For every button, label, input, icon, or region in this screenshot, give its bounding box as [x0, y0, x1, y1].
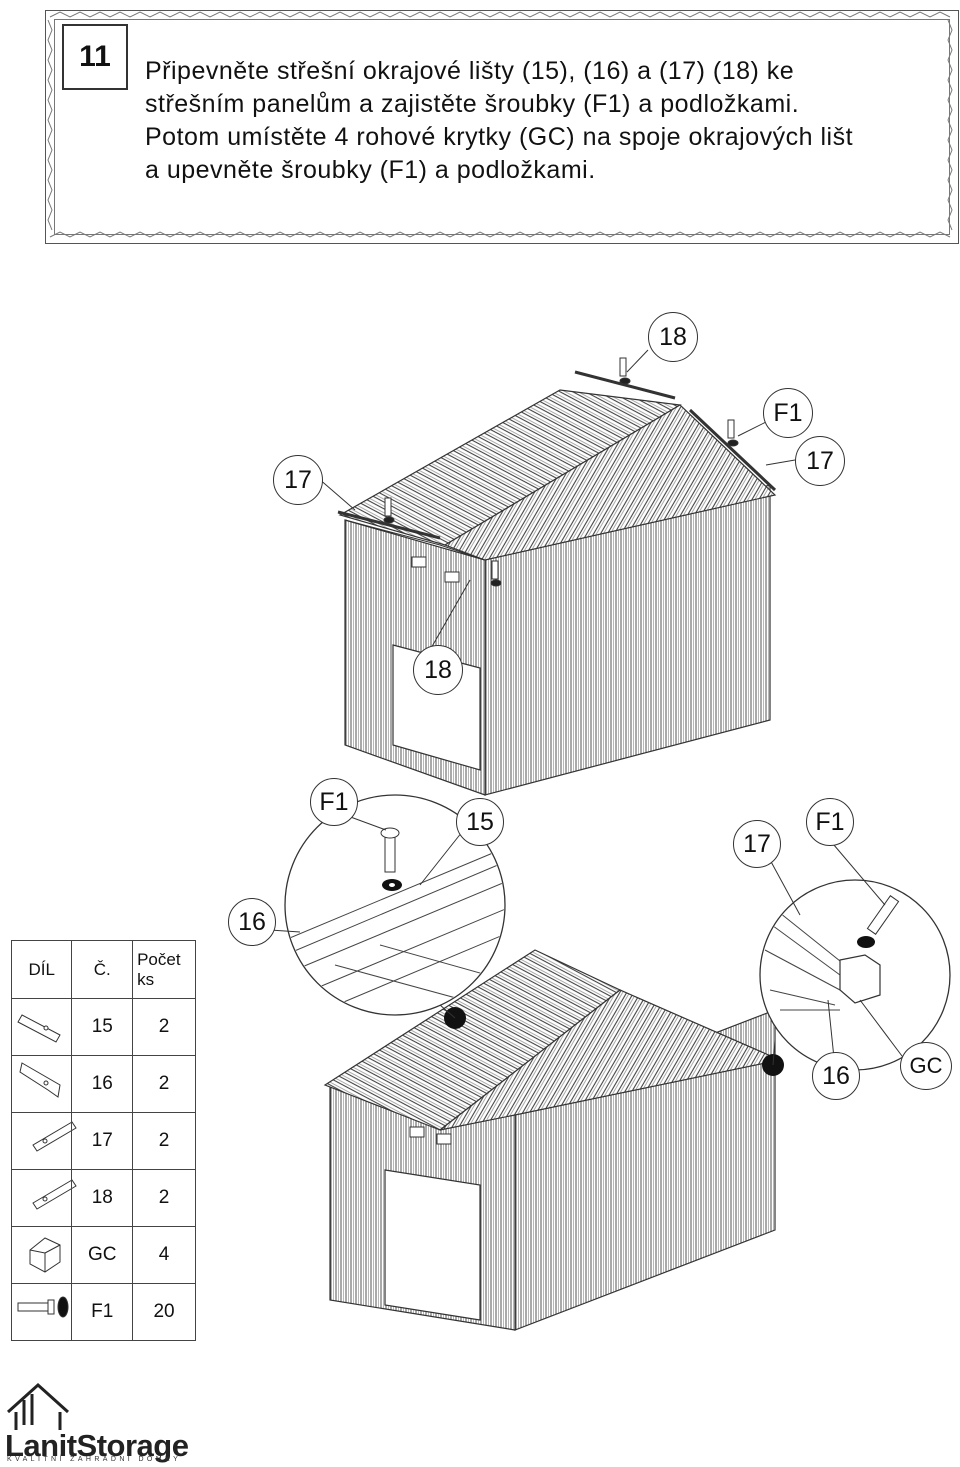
- header-frame-inner: [54, 19, 950, 235]
- part-number: 18: [71, 1169, 134, 1227]
- rail-18: [574, 370, 676, 400]
- part-count: 4: [132, 1226, 196, 1284]
- part-number: GC: [71, 1226, 134, 1284]
- callout-16-detail: 16: [812, 1052, 860, 1100]
- header-number: Č.: [71, 940, 134, 999]
- callout-f1-detail: F1: [806, 798, 854, 846]
- header-part: DÍL: [10, 940, 73, 999]
- callout-f1-detail: F1: [310, 778, 358, 826]
- part-count: 20: [132, 1283, 196, 1341]
- callout-15: 15: [456, 798, 504, 846]
- part-number: 15: [71, 998, 134, 1056]
- callout-17-right: 17: [795, 436, 845, 486]
- logo-wordmark: LanitStorage: [5, 1428, 189, 1463]
- part-number: F1: [71, 1283, 134, 1341]
- part-count: 2: [132, 1112, 196, 1170]
- part-count: 2: [132, 1169, 196, 1227]
- instruction-line: Připevněte střešní okrajové lišty (15), …: [145, 57, 795, 85]
- detail-right-zoom: [759, 837, 951, 1071]
- callout-18-front: 18: [413, 645, 463, 695]
- callout-17-detail: 17: [733, 820, 781, 868]
- rail-17-left: [337, 510, 441, 540]
- part-count: 2: [132, 1055, 196, 1113]
- border-pattern: [47, 11, 953, 238]
- header-count: Počet ks: [132, 940, 196, 999]
- detail-left-zoom: [269, 794, 506, 1019]
- callout-gc: GC: [900, 1042, 952, 1090]
- rail-17-right: [688, 408, 777, 492]
- header-frame: [45, 10, 959, 244]
- logo-tagline: KVALITNÍ ZAHRADNÍ DOMKY: [7, 1456, 182, 1463]
- shed-bottom-diagram: [323, 949, 784, 1331]
- callout-18-top: 18: [648, 312, 698, 362]
- door-opening: [384, 1169, 481, 1321]
- brand-logo: LanitStorage KVALITNÍ ZAHRADNÍ DOMKY: [5, 1376, 190, 1466]
- callout-f1: F1: [763, 388, 813, 438]
- shed-top-diagram: [317, 349, 796, 796]
- instruction-line: Potom umístěte 4 rohové krytky (GC) na s…: [145, 123, 854, 151]
- callout-16: 16: [228, 898, 276, 946]
- step-number: 11: [62, 24, 128, 90]
- roof-right-panel: [443, 404, 777, 561]
- logo-house-icon: [6, 1382, 70, 1430]
- part-count: 2: [132, 998, 196, 1056]
- callout-17-left: 17: [273, 455, 323, 505]
- instruction-line: střešním panelům a zajistěte šroubky (F1…: [145, 90, 800, 118]
- part-number: 16: [71, 1055, 134, 1113]
- part-number: 17: [71, 1112, 134, 1170]
- instruction-line: a upevněte šroubky (F1) a podložkami.: [145, 156, 596, 184]
- instruction-text: Připevněte střešní okrajové lišty (15), …: [145, 55, 945, 187]
